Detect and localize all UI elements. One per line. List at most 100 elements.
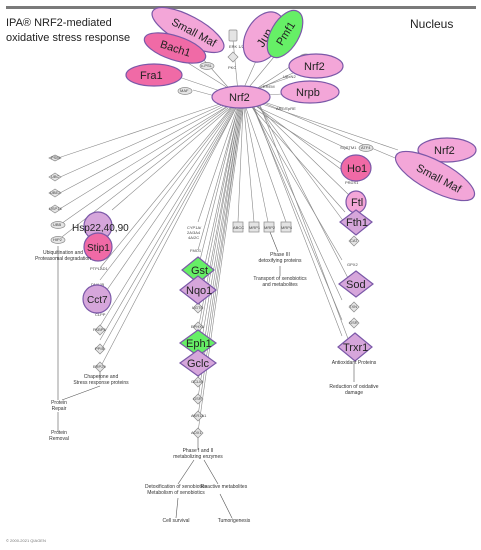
ptplad1-label: PTPLAD1	[90, 266, 109, 271]
erk-node	[228, 29, 238, 42]
psm-label: PSM	[51, 155, 60, 160]
nrf2-right-label: Nrf2	[434, 145, 455, 157]
title-line1: IPA® NRF2-mediated	[6, 17, 112, 29]
gst-label: Gst	[191, 265, 208, 277]
cat-node	[348, 235, 360, 247]
mrp1-label: MRP1	[249, 225, 261, 230]
nrf2-top-node[interactable]	[288, 53, 344, 79]
maf-node	[177, 87, 193, 95]
annot-reduction: Reduction of oxidative damage	[329, 384, 379, 396]
annot-protein-repair: Protein Repair	[51, 400, 67, 412]
nqo1-label: Nqo1	[186, 285, 212, 297]
gclm-node	[192, 376, 204, 388]
svg-text:4A/2C: 4A/2C	[188, 235, 199, 240]
gpx2-label: GPX2	[347, 262, 358, 267]
annot-detox: Detoxification of xenobiotics Metabolism…	[145, 484, 207, 496]
ppib-label: PPIB	[95, 346, 104, 351]
nqo1-node[interactable]	[179, 275, 217, 305]
gclc-label: Gclc	[187, 358, 210, 370]
nrpb-label: Nrpb	[296, 87, 320, 99]
hip2-label: HIP2	[53, 237, 63, 242]
annot-ubiquitination: Ubiquitination and Proteasomal degradati…	[35, 250, 91, 262]
trxr1-node[interactable]	[337, 332, 373, 362]
cpsl-label: c-PSL	[201, 63, 213, 68]
gsr-label: GSR	[193, 396, 202, 401]
fra1-node[interactable]	[125, 63, 183, 87]
ubb-node	[50, 221, 66, 229]
ubc-label: UBC	[51, 174, 60, 179]
fkbp5-node	[94, 324, 106, 336]
atf4r-node	[358, 144, 374, 152]
abcc-label: ABCC	[233, 225, 244, 230]
are-label: ARE/EpRE	[276, 106, 296, 111]
cyp-label: CYP1A/	[187, 225, 202, 230]
mrp4-node	[280, 221, 292, 233]
pmf1-node[interactable]	[260, 4, 310, 63]
ubb-label: UBB	[53, 222, 62, 227]
trxr1-label: Trxr1	[343, 342, 368, 354]
annot-reactive: Reactive metabolites	[200, 484, 248, 490]
prdx-label: PRDX1	[345, 180, 359, 185]
major-genes: Small Maf Bach1 Jun Pmf1 Nrf2 Fra1 Nrpb …	[72, 4, 481, 377]
nrpb-node[interactable]	[280, 80, 340, 104]
fkbp5-label: FKBP5	[93, 327, 106, 332]
stip1-node[interactable]	[83, 232, 113, 262]
ftl-label: Ftl	[351, 197, 363, 209]
psm-node	[48, 154, 62, 162]
annot-cell-survival: Cell survival	[162, 518, 190, 524]
akr-node	[192, 410, 204, 422]
sqstm-label: SQSTM1	[340, 145, 357, 150]
mrp1-node	[248, 221, 260, 233]
minor-genes: ERK 1/2 c-PSL PKC MAF Actin UBxN2 EREM A…	[48, 29, 374, 439]
erk-label: ERK 1/2	[229, 44, 245, 49]
cct7-node[interactable]	[82, 284, 112, 314]
ho1-node[interactable]	[340, 154, 372, 182]
gsr2-node	[348, 317, 360, 329]
akr-label: AKR1A1	[191, 413, 207, 418]
sod-label: Sod	[346, 279, 366, 291]
fth1-node[interactable]	[339, 209, 373, 236]
txn-label: TXN	[349, 304, 357, 309]
nucleus-rule	[6, 6, 476, 9]
title-line2: oxidative stress response	[6, 32, 130, 44]
nrf2-right-node[interactable]	[417, 137, 477, 163]
edges	[57, 29, 401, 519]
annot-protein-removal: Protein Removal	[49, 430, 69, 442]
abcc-node	[232, 221, 244, 233]
svg-text:2A/3A4: 2A/3A4	[187, 230, 201, 235]
hip2-node	[50, 236, 66, 244]
annot-antioxidant: Antioxidant Proteins	[331, 360, 377, 366]
clpp-label: CLPP	[95, 312, 106, 317]
annot-transport: Transport of xenobiotics and metabolites	[253, 276, 307, 288]
fra1-label: Fra1	[140, 70, 163, 82]
annot-tumorigenesis: Tumorigenesis	[217, 518, 251, 524]
annot-chaperone: Chaperone and Stress response proteins	[73, 374, 129, 386]
hsp-label: Hsp22,40,90	[72, 223, 129, 234]
gclc-node[interactable]	[178, 349, 218, 377]
ube2-label: UBE2	[50, 190, 61, 195]
gsr-node	[192, 393, 204, 405]
gclm-label: GCLM	[191, 379, 203, 384]
mrp4-label: MRP4	[281, 225, 293, 230]
nrf2-center-node[interactable]	[211, 85, 271, 109]
txn-node	[348, 301, 360, 313]
gsr2-label: GSR	[349, 320, 358, 325]
annot-copyright: © 2000-2021 QIAGEN	[6, 538, 46, 543]
erp29-label: ERP29	[93, 364, 106, 369]
nrf2-center-label: Nrf2	[229, 92, 250, 104]
ho1-label: Ho1	[347, 163, 367, 175]
annot-phase3: Phase III detoxifying proteins	[258, 252, 302, 264]
sod-node[interactable]	[338, 270, 374, 298]
usp-node	[48, 204, 62, 214]
bach1-node[interactable]	[141, 27, 209, 70]
eph1-label: Eph1	[186, 338, 212, 350]
pkc-node	[227, 51, 239, 63]
cat-label: CAT	[350, 238, 358, 243]
aox1-label: AOX1	[191, 430, 202, 435]
maf-label: MAF	[180, 88, 189, 93]
small-maf-right-node[interactable]	[389, 142, 481, 210]
stip1-label: Stip1	[87, 243, 110, 254]
aox1-node	[192, 427, 204, 439]
ube2-node	[48, 188, 62, 198]
erem-label: EREM	[263, 84, 275, 89]
